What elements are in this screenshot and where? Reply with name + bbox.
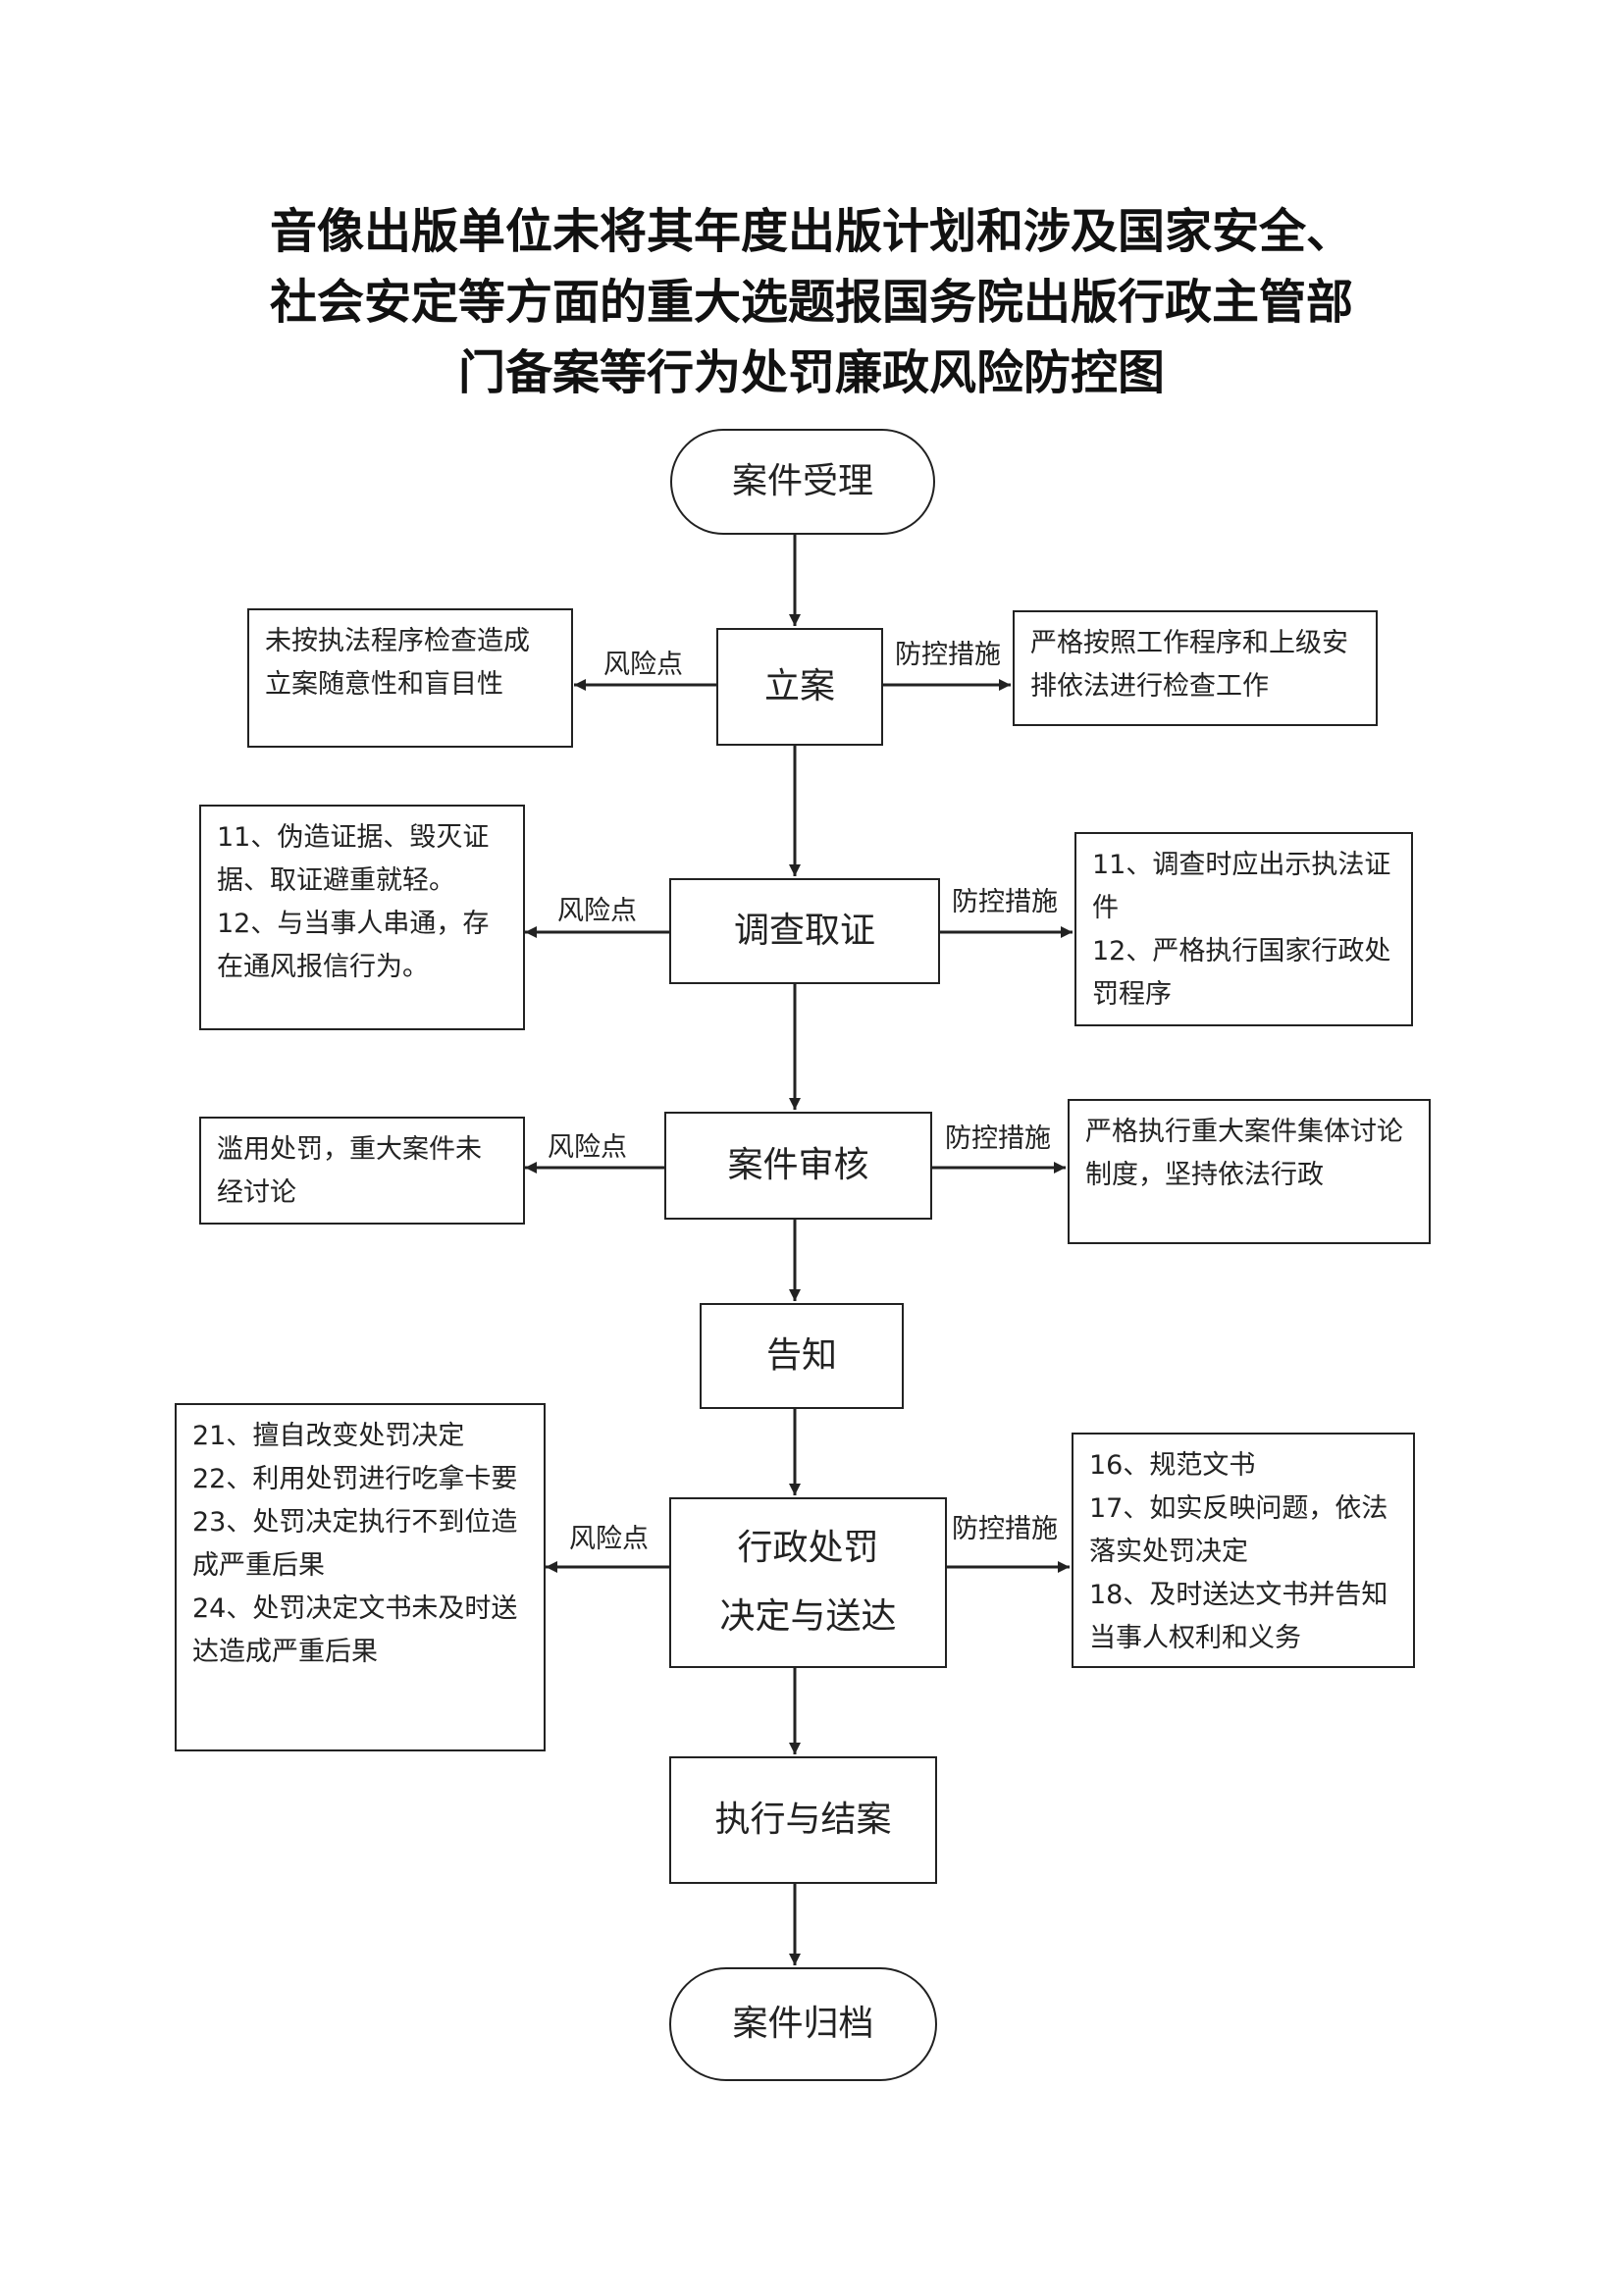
risk-note-decision-item-2: 22、利用处罚进行吃拿卡要 (192, 1464, 518, 1494)
step-notify-label: 告知 (765, 1335, 837, 1376)
label-review-risk: 风险点 (548, 1132, 627, 1163)
risk-note-filing: 未按执法程序检查造成立案随意性和盲目性 (247, 608, 573, 748)
title-line-1: 音像出版单位未将其年度出版计划和涉及国家安全、 (269, 204, 1353, 259)
label-filing-control: 防控措施 (895, 640, 1001, 670)
step-decision-label-2: 决定与送达 (719, 1596, 897, 1637)
risk-note-decision-item-3: 23、处罚决定执行不到位造成严重后果 (192, 1507, 518, 1581)
risk-note-investigate: 11、伪造证据、毁灭证据、取证避重就轻。 12、与当事人串通，存在通风报信行为。 (199, 805, 525, 1030)
step-investigate-label: 调查取证 (733, 911, 875, 951)
label-decision-risk: 风险点 (569, 1524, 649, 1554)
step-accept-label: 案件受理 (731, 461, 873, 501)
risk-note-decision-item-1: 21、擅自改变处罚决定 (192, 1421, 465, 1451)
step-notify: 告知 (700, 1303, 904, 1409)
control-note-review-item: 严格执行重大案件集体讨论制度，坚持依法行政 (1085, 1117, 1403, 1190)
risk-note-review: 滥用处罚，重大案件未经讨论 (199, 1117, 525, 1225)
step-archive: 案件归档 (669, 1967, 937, 2081)
step-filing-label: 立案 (763, 666, 835, 706)
control-note-investigate: 11、调查时应出示执法证件 12、严格执行国家行政处罚程序 (1074, 832, 1413, 1026)
risk-note-decision: 21、擅自改变处罚决定 22、利用处罚进行吃拿卡要 23、处罚决定执行不到位造成… (175, 1403, 546, 1751)
step-decision: 行政处罚 决定与送达 (669, 1497, 947, 1668)
step-review-label: 案件审核 (727, 1145, 869, 1185)
risk-note-decision-item-4: 24、处罚决定文书未及时送达造成严重后果 (192, 1593, 518, 1667)
control-note-investigate-item-1: 11、调查时应出示执法证件 (1092, 850, 1391, 923)
control-note-decision-item-1: 16、规范文书 (1089, 1450, 1256, 1481)
control-note-filing-item: 严格按照工作程序和上级安排依法进行检查工作 (1030, 628, 1348, 702)
control-note-investigate-item-2: 12、严格执行国家行政处罚程序 (1092, 936, 1391, 1010)
step-execute-label: 执行与结案 (714, 1800, 892, 1840)
step-decision-label-1: 行政处罚 (737, 1528, 879, 1568)
label-filing-risk: 风险点 (603, 650, 683, 680)
risk-note-review-item: 滥用处罚，重大案件未经讨论 (217, 1134, 482, 1208)
control-note-decision: 16、规范文书 17、如实反映问题，依法落实处罚决定 18、及时送达文书并告知当… (1072, 1433, 1415, 1668)
title-line-3: 门备案等行为处罚廉政风险防控图 (457, 345, 1165, 400)
label-decision-control: 防控措施 (952, 1514, 1058, 1544)
label-review-control: 防控措施 (945, 1123, 1051, 1154)
step-filing: 立案 (716, 628, 883, 746)
control-note-review: 严格执行重大案件集体讨论制度，坚持依法行政 (1068, 1099, 1431, 1244)
label-investigate-risk: 风险点 (557, 896, 637, 926)
step-accept: 案件受理 (670, 429, 935, 535)
risk-note-investigate-item-2: 12、与当事人串通，存在通风报信行为。 (217, 909, 490, 982)
step-execute: 执行与结案 (669, 1756, 937, 1884)
label-investigate-control: 防控措施 (952, 887, 1058, 917)
control-note-decision-item-3: 18、及时送达文书并告知当事人权利和义务 (1089, 1580, 1388, 1653)
diagram-title: 音像出版单位未将其年度出版计划和涉及国家安全、 社会安定等方面的重大选题报国务院… (196, 196, 1427, 408)
control-note-filing: 严格按照工作程序和上级安排依法进行检查工作 (1013, 610, 1378, 726)
risk-note-investigate-item-1: 11、伪造证据、毁灭证据、取证避重就轻。 (217, 822, 490, 896)
step-investigate: 调查取证 (669, 878, 940, 984)
control-note-decision-item-2: 17、如实反映问题，依法落实处罚决定 (1089, 1493, 1388, 1567)
title-line-2: 社会安定等方面的重大选题报国务院出版行政主管部 (269, 275, 1353, 330)
step-archive-label: 案件归档 (732, 2004, 874, 2044)
risk-note-filing-item: 未按执法程序检查造成立案随意性和盲目性 (265, 626, 530, 700)
step-review: 案件审核 (664, 1112, 932, 1220)
